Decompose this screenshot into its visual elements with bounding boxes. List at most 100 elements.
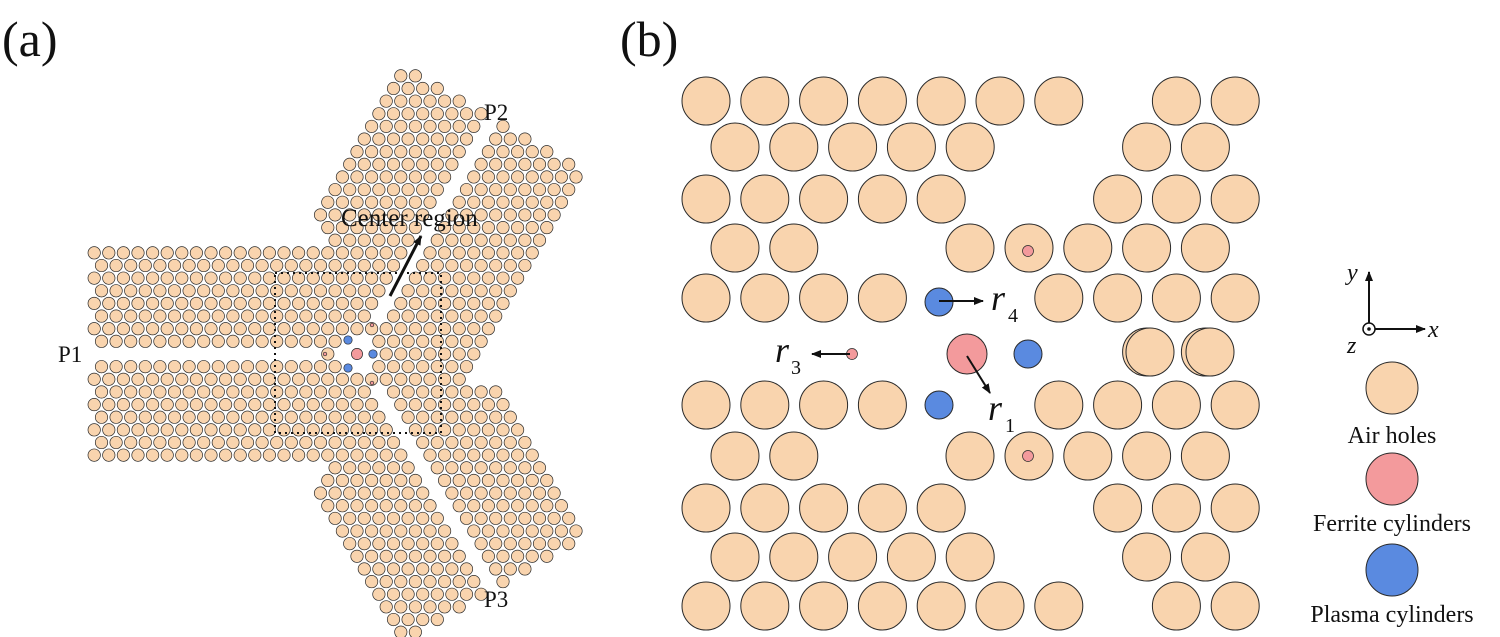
air-hole: [430, 612, 444, 627]
air-hole: [975, 581, 1025, 631]
air-hole: [226, 360, 240, 374]
air-hole: [554, 499, 568, 513]
panel-b-label: (b): [620, 11, 678, 67]
air-hole: [233, 296, 247, 310]
air-hole: [408, 600, 422, 614]
air-hole: [94, 435, 109, 450]
air-hole: [445, 157, 459, 171]
air-hole: [189, 448, 203, 462]
air-hole: [372, 157, 386, 171]
air-hole: [452, 221, 466, 235]
air-hole: [204, 423, 218, 437]
air-hole: [248, 271, 262, 285]
air-hole: [365, 296, 379, 310]
ferrite-cylinder: [351, 348, 363, 360]
air-hole: [489, 461, 503, 475]
air-hole: [270, 258, 284, 273]
air-hole: [357, 208, 371, 222]
air-hole: [365, 170, 379, 184]
air-hole: [489, 284, 503, 298]
air-hole: [518, 157, 532, 171]
air-hole: [423, 423, 437, 437]
air-hole: [740, 581, 790, 631]
air-hole: [328, 461, 342, 475]
air-hole: [379, 170, 393, 184]
air-hole: [109, 385, 123, 399]
air-hole: [379, 347, 393, 361]
air-hole: [525, 524, 539, 538]
air-hole: [1093, 483, 1143, 533]
air-hole: [102, 372, 116, 386]
air-hole: [350, 170, 364, 184]
air-hole: [365, 195, 379, 209]
air-hole: [313, 208, 328, 222]
air-hole: [131, 296, 145, 310]
air-hole: [160, 398, 174, 412]
air-hole: [481, 448, 495, 462]
air-hole: [503, 183, 517, 197]
air-hole: [467, 296, 481, 310]
air-hole: [408, 271, 422, 285]
air-hole: [525, 145, 539, 159]
air-hole: [511, 145, 525, 159]
air-hole: [372, 132, 386, 146]
air-hole: [240, 410, 255, 424]
air-hole: [219, 322, 233, 336]
panel-b-center-cylinders: [846, 245, 1043, 462]
air-hole: [503, 435, 517, 450]
port-label-p2: P2: [484, 100, 508, 125]
air-hole: [445, 486, 459, 500]
air-hole: [255, 410, 269, 424]
air-hole: [710, 223, 760, 273]
air-hole: [710, 431, 760, 481]
air-hole: [1180, 223, 1230, 273]
air-hole: [511, 524, 525, 538]
air-hole: [540, 524, 554, 538]
air-hole: [525, 170, 539, 184]
air-hole: [146, 271, 160, 285]
air-hole: [945, 223, 995, 273]
air-hole: [386, 461, 401, 475]
air-hole: [379, 549, 393, 563]
air-hole: [292, 271, 306, 285]
air-hole: [182, 258, 196, 273]
air-hole: [540, 145, 554, 159]
svg-text:3: 3: [791, 357, 801, 379]
air-hole: [503, 562, 517, 576]
air-hole: [1210, 76, 1260, 126]
air-hole: [540, 170, 554, 184]
air-hole: [430, 360, 444, 374]
air-hole: [116, 246, 130, 260]
air-hole: [740, 483, 790, 533]
air-hole: [547, 157, 561, 171]
air-hole: [343, 410, 357, 424]
air-hole: [146, 296, 160, 310]
air-hole: [481, 145, 495, 159]
air-hole: [386, 183, 401, 197]
air-hole: [401, 385, 415, 399]
air-hole: [540, 549, 554, 563]
air-hole: [452, 145, 466, 159]
air-hole: [138, 284, 152, 298]
air-hole: [343, 233, 357, 247]
air-hole: [430, 562, 444, 576]
z-axis-dot: [1367, 327, 1371, 331]
air-hole: [277, 322, 291, 336]
air-hole: [394, 625, 408, 637]
air-hole: [350, 372, 364, 386]
air-hole: [408, 69, 422, 83]
air-hole: [562, 511, 576, 525]
center-region-label: Center region: [341, 205, 478, 232]
air-hole: [109, 410, 123, 424]
air-hole: [131, 448, 145, 462]
air-hole: [160, 296, 174, 310]
air-hole: [386, 486, 401, 500]
air-hole: [386, 385, 401, 399]
air-hole: [467, 448, 481, 462]
air-hole: [1063, 223, 1113, 273]
air-hole: [87, 271, 101, 285]
air-hole: [401, 486, 415, 500]
air-hole: [131, 423, 145, 437]
air-hole: [262, 296, 276, 310]
